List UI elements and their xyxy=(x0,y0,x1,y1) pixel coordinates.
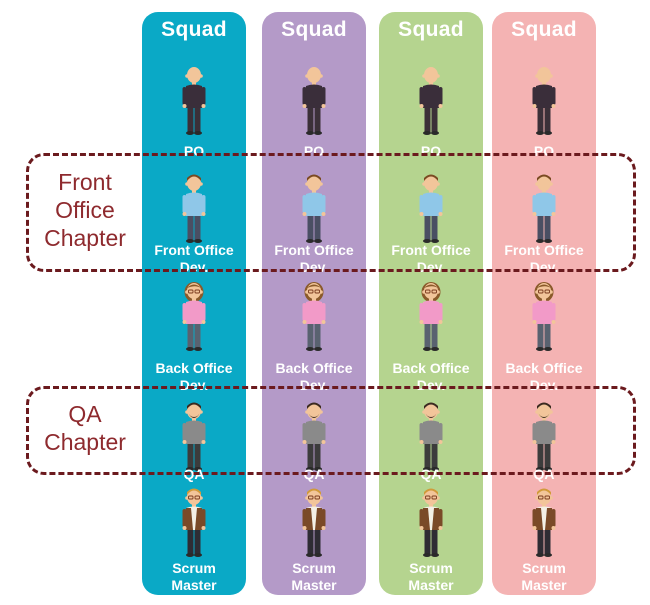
role-label-line: Master xyxy=(408,577,454,593)
sm-person xyxy=(528,486,560,563)
sm-person xyxy=(415,486,447,563)
chapter-label-line: Front xyxy=(58,169,112,195)
fo-person xyxy=(298,172,330,249)
fo-person xyxy=(415,172,447,249)
po-person xyxy=(298,64,330,141)
squad-title: Squad xyxy=(511,18,577,41)
po-person xyxy=(528,64,560,141)
man-blue-shirt-icon xyxy=(302,174,326,243)
role-label-line: Scrum xyxy=(409,560,453,576)
bald-man-icon xyxy=(532,67,556,135)
role-label-line: Scrum xyxy=(522,560,566,576)
role-label-line: Dev. xyxy=(529,377,559,393)
woman-pink-shirt-icon xyxy=(302,282,326,351)
man-brown-jacket-icon xyxy=(182,488,206,557)
bald-man-icon xyxy=(302,67,326,135)
role-label-line: Master xyxy=(521,577,567,593)
bald-man-icon xyxy=(182,67,206,135)
man-brown-jacket-icon xyxy=(302,488,326,557)
fo-person xyxy=(528,172,560,249)
po-person xyxy=(415,64,447,141)
role-label-line: Master xyxy=(171,577,217,593)
role-label-line: Front Office xyxy=(391,242,471,258)
role-label-line: Front Office xyxy=(274,242,354,258)
role-label-line: Back Office xyxy=(392,360,470,376)
role-label-line: Master xyxy=(291,577,337,593)
bearded-man-icon xyxy=(182,402,206,471)
qa-person xyxy=(415,400,447,477)
role-label-line: Back Office xyxy=(155,360,233,376)
role-label-line: Dev. xyxy=(179,377,209,393)
sm-person xyxy=(298,486,330,563)
man-blue-shirt-icon xyxy=(182,174,206,243)
squad-title: Squad xyxy=(161,18,227,41)
chapter-label-line: QA xyxy=(68,401,102,427)
chapter-label-line: Office xyxy=(55,197,115,223)
bearded-man-icon xyxy=(419,402,443,471)
role-label-line: Back Office xyxy=(505,360,583,376)
bo-person xyxy=(415,280,447,357)
role-label-line: Back Office xyxy=(275,360,353,376)
woman-pink-shirt-icon xyxy=(532,282,556,351)
man-brown-jacket-icon xyxy=(532,488,556,557)
squad-title: Squad xyxy=(398,18,464,41)
role-label-line: Dev. xyxy=(416,377,446,393)
bo-person xyxy=(528,280,560,357)
role-label-line: Scrum xyxy=(292,560,336,576)
role-label-line: Front Office xyxy=(504,242,584,258)
role-label-line: Front Office xyxy=(154,242,234,258)
bald-man-icon xyxy=(419,67,443,135)
chapter-label-line: Chapter xyxy=(44,429,126,455)
sm-person xyxy=(178,486,210,563)
chapter-boundary-1 xyxy=(26,153,636,272)
role-label-line: Dev. xyxy=(299,377,329,393)
qa-person xyxy=(178,400,210,477)
woman-pink-shirt-icon xyxy=(182,282,206,351)
man-brown-jacket-icon xyxy=(419,488,443,557)
chapter-boundary-2 xyxy=(26,386,636,475)
man-blue-shirt-icon xyxy=(419,174,443,243)
bo-person xyxy=(298,280,330,357)
man-blue-shirt-icon xyxy=(532,174,556,243)
bearded-man-icon xyxy=(532,402,556,471)
fo-person xyxy=(178,172,210,249)
bearded-man-icon xyxy=(302,402,326,471)
bo-person xyxy=(178,280,210,357)
po-person xyxy=(178,64,210,141)
qa-person xyxy=(298,400,330,477)
chapter-label-line: Chapter xyxy=(44,225,126,251)
woman-pink-shirt-icon xyxy=(419,282,443,351)
squad-title: Squad xyxy=(281,18,347,41)
role-label-line: Scrum xyxy=(172,560,216,576)
qa-person xyxy=(528,400,560,477)
